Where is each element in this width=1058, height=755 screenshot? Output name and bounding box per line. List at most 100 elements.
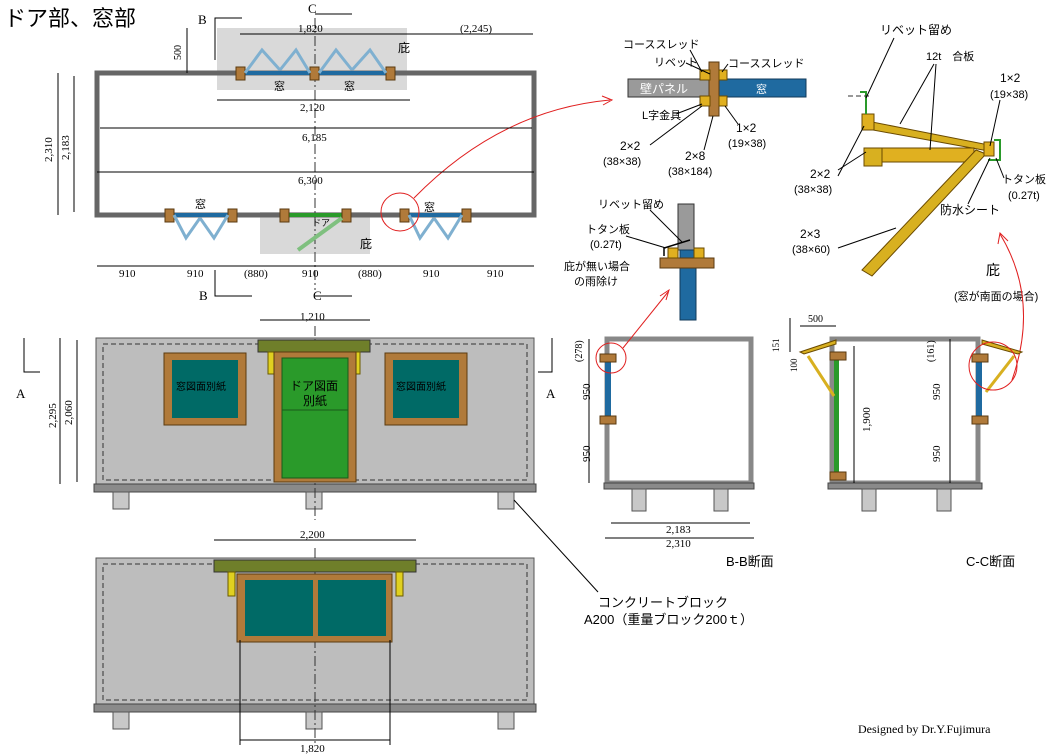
- section-label-c: C: [313, 288, 322, 303]
- plan-post: [341, 208, 352, 223]
- block-note: コンクリートブロック A200（重量ブロック200ｔ）: [513, 499, 753, 627]
- no-eave-label-2: の雨除け: [574, 274, 618, 288]
- section-marker-a: [538, 338, 553, 373]
- dim-500: 500: [173, 45, 184, 60]
- cc-head: [829, 351, 847, 361]
- plan-eave-top-shade: [217, 28, 407, 90]
- plan-window-sash: [317, 47, 388, 74]
- block-2x2: [699, 95, 711, 107]
- dim-151: 151: [771, 339, 781, 353]
- leader: [649, 105, 703, 146]
- dim-161: (161): [926, 340, 937, 362]
- block-2x2: [699, 69, 711, 81]
- leader: [721, 63, 729, 73]
- dim-1900: 1,900: [861, 407, 873, 432]
- door-eave: [257, 339, 371, 353]
- plan-door-leaf: [296, 216, 344, 252]
- size-1x2-mm: (19×38): [728, 138, 766, 150]
- no-eave-detail: リベット留め トタン板 (0.27t) 庇が無い場合 の雨除け: [564, 198, 715, 321]
- cc-window: [976, 360, 982, 418]
- plan-window-sash: [172, 214, 230, 241]
- dim-1820: 1,820: [300, 743, 325, 755]
- size-2x2-mm: (38×38): [794, 184, 832, 196]
- plan-eave-label: 庇: [360, 236, 372, 251]
- block: [693, 247, 705, 259]
- section-marker-a: [23, 338, 40, 373]
- flashing-green: [988, 139, 1001, 161]
- tin-thickness: (0.27t): [1008, 190, 1040, 202]
- course-sled-label: コーススレッド: [623, 39, 699, 51]
- cc-floor: [827, 482, 983, 490]
- size-1x2-mm: (19×38): [990, 89, 1028, 101]
- bb-floor: [603, 482, 755, 490]
- leader: [724, 105, 739, 125]
- detail-leader-arrow: [413, 99, 611, 199]
- elevation-a: 窓図面別紙 窓図面別紙 ドア図面 別紙 1,210 2,295 2,060 A …: [16, 311, 556, 520]
- eave-note: (窓が南面の場合): [954, 289, 1038, 303]
- bb-window: [605, 360, 611, 418]
- concrete-block: [936, 488, 952, 512]
- dim-2200: 2,200: [300, 529, 325, 541]
- leader: [685, 62, 711, 75]
- concrete-block: [305, 711, 323, 730]
- rivet-label: リベット: [654, 57, 698, 69]
- cc-brace-left: [806, 355, 836, 397]
- concrete-block: [112, 711, 130, 730]
- leader: [865, 37, 895, 99]
- plan-post: [164, 208, 175, 223]
- dim-2295: 2,295: [47, 403, 59, 428]
- leader: [967, 157, 991, 205]
- designer-credit: Designed by Dr.Y.Fujimura: [858, 722, 991, 736]
- eave-detail: リベット留め 12t 合板 1×2 (19×38) 2×2 (38×38) トタ…: [792, 23, 1046, 381]
- section-label-b: B: [198, 12, 207, 27]
- plywood-board: [861, 119, 995, 153]
- size-2x2: 2×2: [810, 167, 831, 181]
- section-label-a: A: [16, 386, 26, 401]
- eave-bracket: [395, 571, 404, 597]
- window-note: 窓図面別紙: [396, 380, 446, 393]
- dim-2310: 2,310: [43, 137, 55, 162]
- plan-post: [279, 208, 290, 223]
- section-marker-b-bottom: [214, 270, 252, 297]
- plan-window-label: 窓: [274, 79, 285, 93]
- section-bb: (278) 950 950 2,183 2,310 B-B断面: [574, 288, 774, 569]
- door-note-2: 別紙: [303, 393, 327, 408]
- arrow-head: [997, 231, 1009, 245]
- leader: [675, 103, 703, 115]
- dim-2183: 2,183: [60, 135, 72, 160]
- size-1x2: 1×2: [1000, 71, 1021, 85]
- dim-bottom: 910: [119, 268, 136, 280]
- size-2x8-mm: (38×184): [668, 166, 712, 178]
- dim-950: 950: [581, 445, 593, 462]
- no-eave-label-1: 庇が無い場合: [564, 259, 630, 273]
- leader: [625, 235, 667, 249]
- leader: [513, 499, 599, 593]
- dim-950: 950: [931, 445, 943, 462]
- plan-window-label: 窓: [424, 200, 435, 214]
- concrete-block: [112, 491, 130, 510]
- dim-278: (278): [574, 340, 585, 362]
- leader: [703, 115, 714, 151]
- plan-window-label: 窓: [195, 197, 206, 211]
- dim-6300: 6,300: [298, 175, 323, 187]
- block-1x2: [718, 95, 728, 107]
- concrete-block: [497, 711, 515, 730]
- bb-caption: B-B断面: [726, 554, 774, 569]
- plan-post: [309, 66, 320, 81]
- section-marker-b-top: [214, 17, 242, 60]
- tin-thickness: (0.27t): [590, 239, 622, 251]
- cc-brace-right: [984, 355, 1016, 393]
- dim-2183: 2,183: [666, 524, 691, 536]
- leader: [899, 63, 935, 125]
- eave-label: 庇: [986, 262, 1000, 278]
- dim-100: 100: [789, 358, 799, 372]
- size-1x2: 1×2: [736, 121, 757, 135]
- rafter-2x2: [861, 113, 875, 131]
- section-label-a: A: [546, 386, 556, 401]
- plan-detail-highlight: [380, 192, 420, 232]
- dim-2060: 2,060: [63, 400, 75, 425]
- leader: [837, 125, 865, 177]
- tin-flashing: [663, 239, 691, 256]
